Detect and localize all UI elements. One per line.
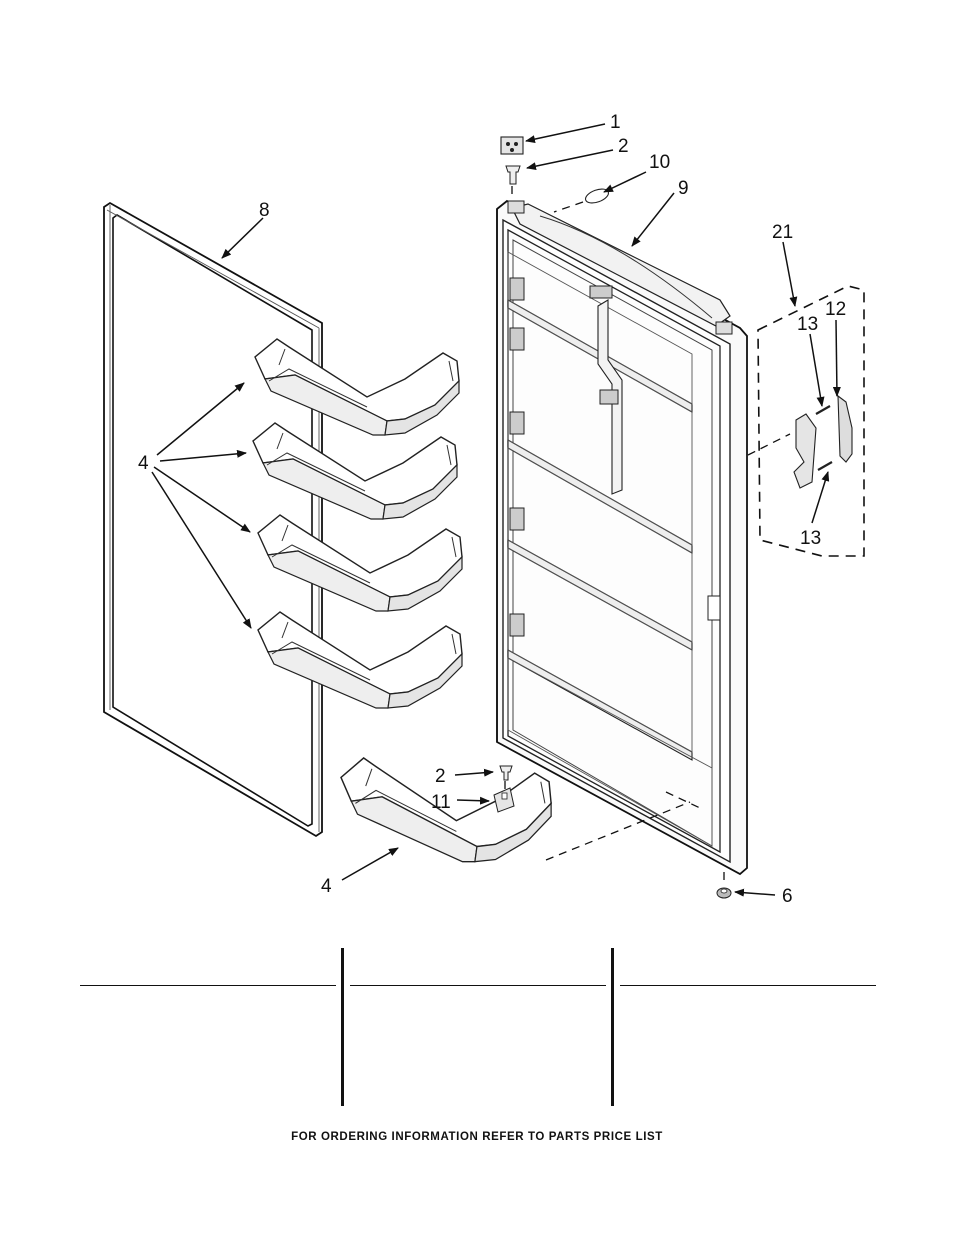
hinge-pin-top	[506, 166, 520, 184]
callout-4-bottom: 4	[321, 876, 332, 897]
callout-13-top: 13	[797, 314, 818, 335]
bushing	[717, 888, 731, 898]
callout-21: 21	[772, 222, 793, 243]
table-rule-2	[350, 985, 606, 986]
table-divider-2	[611, 948, 614, 1106]
parts-diagram: 1 2 10 9 8 21 12 13 13 4 2 11 4 6	[0, 0, 954, 940]
callout-2-top: 2	[618, 136, 629, 157]
hinge-pin-bottom	[500, 766, 512, 780]
handle-bracket	[794, 396, 852, 488]
callout-1: 1	[610, 112, 621, 133]
door-gasket	[104, 203, 322, 836]
table-divider-1	[341, 948, 344, 1106]
top-hinge-plate	[501, 137, 523, 154]
callout-12: 12	[825, 299, 846, 320]
callout-6: 6	[782, 886, 793, 907]
ordering-info-footer: FOR ORDERING INFORMATION REFER TO PARTS …	[0, 1131, 954, 1143]
callout-4-left: 4	[138, 453, 149, 474]
table-rule-3	[620, 985, 876, 986]
callout-9: 9	[678, 178, 689, 199]
callout-2-bottom: 2	[435, 766, 446, 787]
callout-11: 11	[431, 792, 451, 813]
callout-10: 10	[649, 152, 670, 173]
table-rule-1	[80, 985, 336, 986]
callout-13-bottom: 13	[800, 528, 821, 549]
callout-8: 8	[259, 200, 270, 221]
plug	[584, 186, 611, 205]
